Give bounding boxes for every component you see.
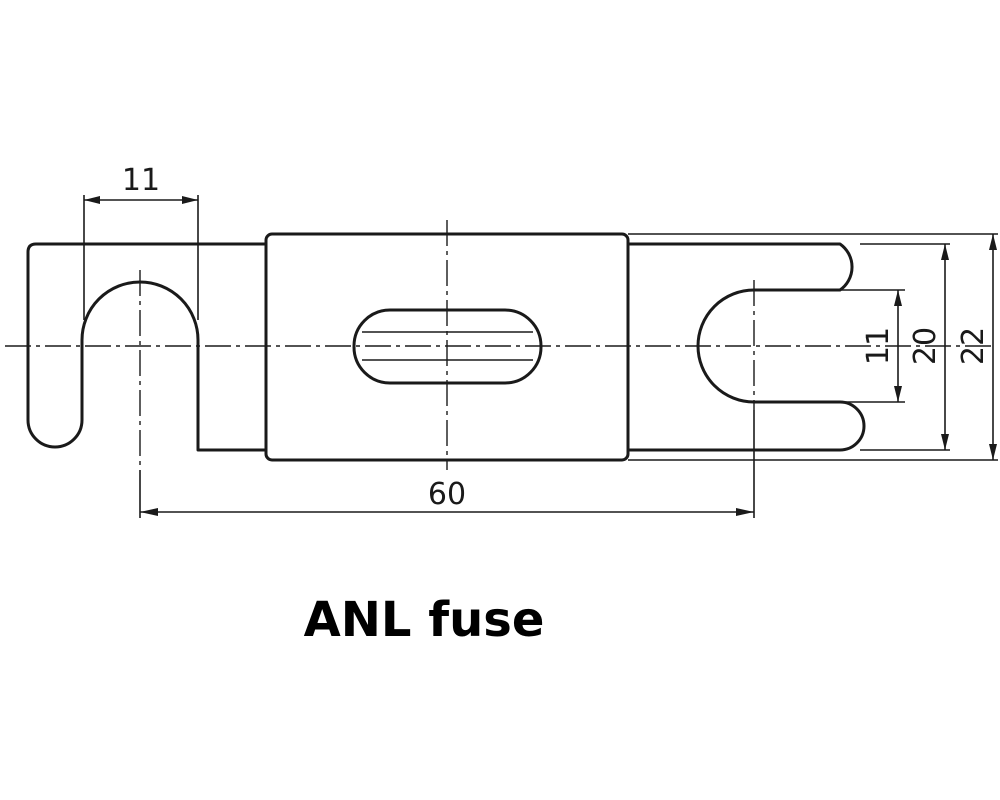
dimension-label-tab-slot: 11: [122, 163, 160, 198]
dimension-label-slot-outer: 20: [908, 327, 943, 365]
dimension-hole-spacing: 60: [139, 410, 755, 518]
dimension-slot-outer: 20: [860, 243, 950, 451]
sight-window: [352, 308, 543, 385]
dimension-tab-slot: 11: [83, 163, 199, 320]
right-terminal: [628, 242, 866, 452]
left-terminal: [26, 242, 266, 452]
diagram-caption: ANL fuse: [304, 592, 545, 648]
dimension-total-height: 22: [628, 233, 998, 461]
dimension-slot-width: 11: [754, 289, 905, 403]
dimension-label-total-height: 22: [956, 327, 991, 365]
dimension-label-hole-spacing: 60: [428, 477, 466, 512]
dimension-label-slot-width: 11: [861, 327, 896, 365]
fuse-body: [264, 232, 630, 462]
